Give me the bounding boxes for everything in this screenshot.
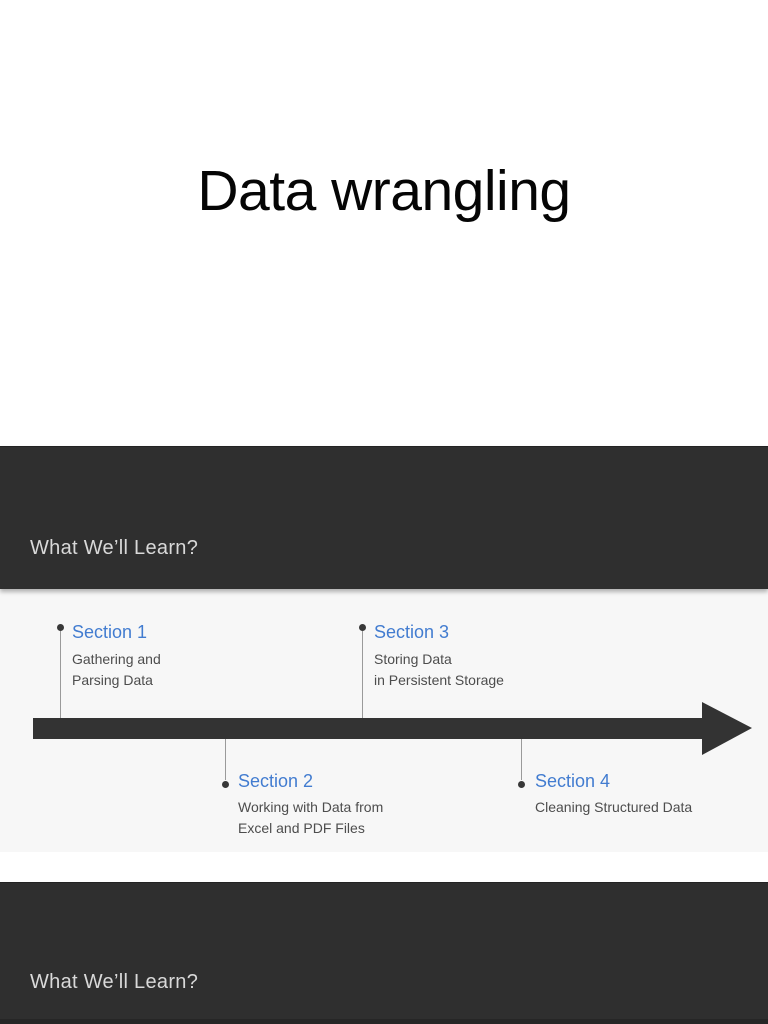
timeline-section-3-desc-line2: in Persistent Storage: [374, 672, 504, 688]
timeline-section-4-desc-line1: Cleaning Structured Data: [535, 799, 693, 815]
title-slide: Data wrangling: [0, 0, 768, 446]
timeline-dot-section-3: [358, 624, 366, 631]
timeline-arrow-bar: [33, 718, 703, 739]
timeline-dot-section-1: [56, 624, 64, 631]
next-slide-header-band: What We’ll Learn?: [0, 882, 768, 1024]
timeline-connector-section-2: [225, 739, 226, 780]
timeline-connector-section-4: [521, 739, 522, 780]
learn-slide-heading: What We’ll Learn?: [30, 537, 199, 559]
timeline-section-1-desc-line2: Parsing Data: [72, 672, 153, 688]
slide-title-text: Data wrangling: [197, 159, 571, 223]
timeline-dot-section-4: [517, 780, 525, 788]
timeline-section-3-label: Section 3: [374, 622, 450, 642]
timeline-section-1-desc-line1: Gathering and: [72, 651, 161, 667]
slide-gap: [0, 852, 768, 882]
timeline-section-2-desc-line1: Working with Data from: [238, 799, 384, 815]
timeline-section-2-desc: Working with Data from Excel and PDF Fil…: [238, 797, 383, 839]
timeline-connector-section-1: [60, 631, 61, 718]
timeline-connector-section-3: [362, 631, 363, 718]
timeline-section-1-desc: Gathering and Parsing Data: [72, 649, 161, 691]
timeline-section-3-desc-line1: Storing Data: [374, 651, 452, 667]
timeline-panel: Section 1 Gathering and Parsing Data Sec…: [0, 589, 768, 852]
next-slide-bottom-edge: [0, 1019, 768, 1024]
learn-slide-header-band: What We’ll Learn?: [0, 446, 768, 589]
timeline-section-4-desc: Cleaning Structured Data: [535, 797, 692, 818]
timeline-section-1-label: Section 1: [72, 622, 148, 642]
timeline-dot-section-2: [221, 780, 229, 788]
timeline-section-3-desc: Storing Data in Persistent Storage: [374, 649, 504, 691]
timeline-section-2-desc-line2: Excel and PDF Files: [238, 820, 365, 836]
timeline-arrow-head-icon: [702, 702, 752, 755]
timeline-section-4-label: Section 4: [535, 771, 611, 791]
timeline-section-2-label: Section 2: [238, 771, 314, 791]
next-slide-heading: What We’ll Learn?: [30, 971, 199, 993]
